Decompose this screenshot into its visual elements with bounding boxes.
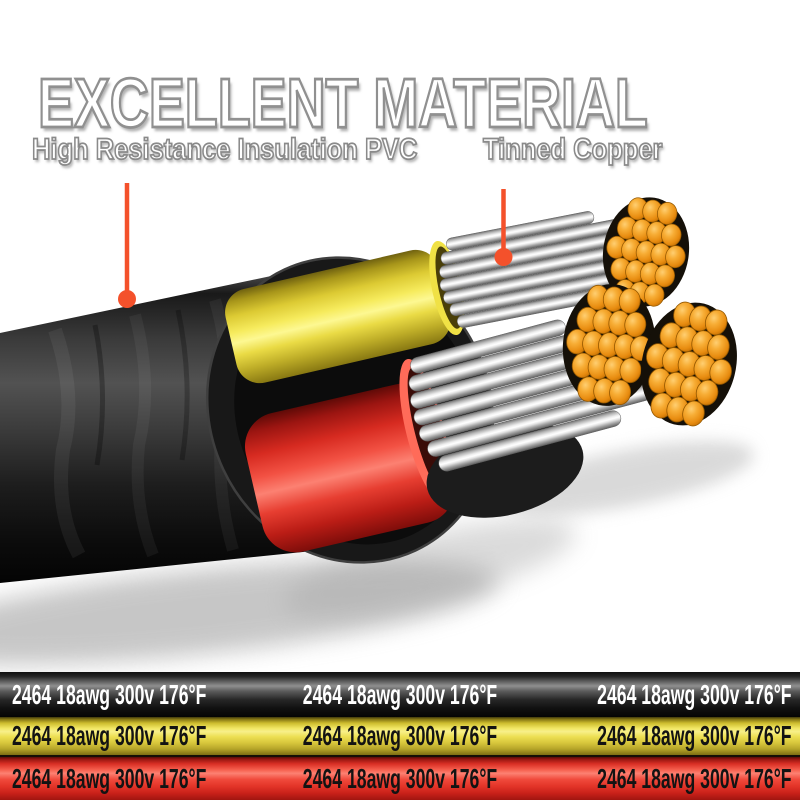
spec-text: 2464 18awg 300v 176°F: [12, 720, 207, 751]
page-title: EXCELLENT MATERIAL: [37, 63, 649, 142]
spec-text: 2464 18awg 300v 176°F: [597, 762, 792, 794]
ground-shadow: [0, 441, 754, 665]
spec-text: 2464 18awg 300v 176°F: [302, 720, 498, 751]
spec-text: 2464 18awg 300v 176°F: [12, 678, 207, 710]
spec-text: 2464 18awg 300v 176°F: [12, 762, 207, 794]
callout-pvc-label: High Resistance Insulation PVC: [31, 133, 418, 166]
pointer-line-copper: [494, 189, 513, 266]
spec-bar-yellow-insulation: 2464 18awg 300v 176°F 2464 18awg 300v 17…: [0, 717, 800, 757]
spec-bar-red-insulation: 2464 18awg 300v 176°F 2464 18awg 300v 17…: [0, 757, 800, 800]
callout-copper-label: Tinned Copper: [482, 133, 663, 166]
spec-text: 2464 18awg 300v 176°F: [302, 678, 498, 710]
spec-text: 2464 18awg 300v 176°F: [597, 720, 792, 751]
pointer-line-pvc: [118, 183, 136, 308]
tinned-copper-strands-upper: [439, 211, 663, 328]
spec-text: 2464 18awg 300v 176°F: [597, 678, 792, 710]
spec-bar-black-jacket: 2464 18awg 300v 176°F 2464 18awg 300v 17…: [0, 672, 800, 717]
spec-text: 2464 18awg 300v 176°F: [302, 762, 498, 794]
